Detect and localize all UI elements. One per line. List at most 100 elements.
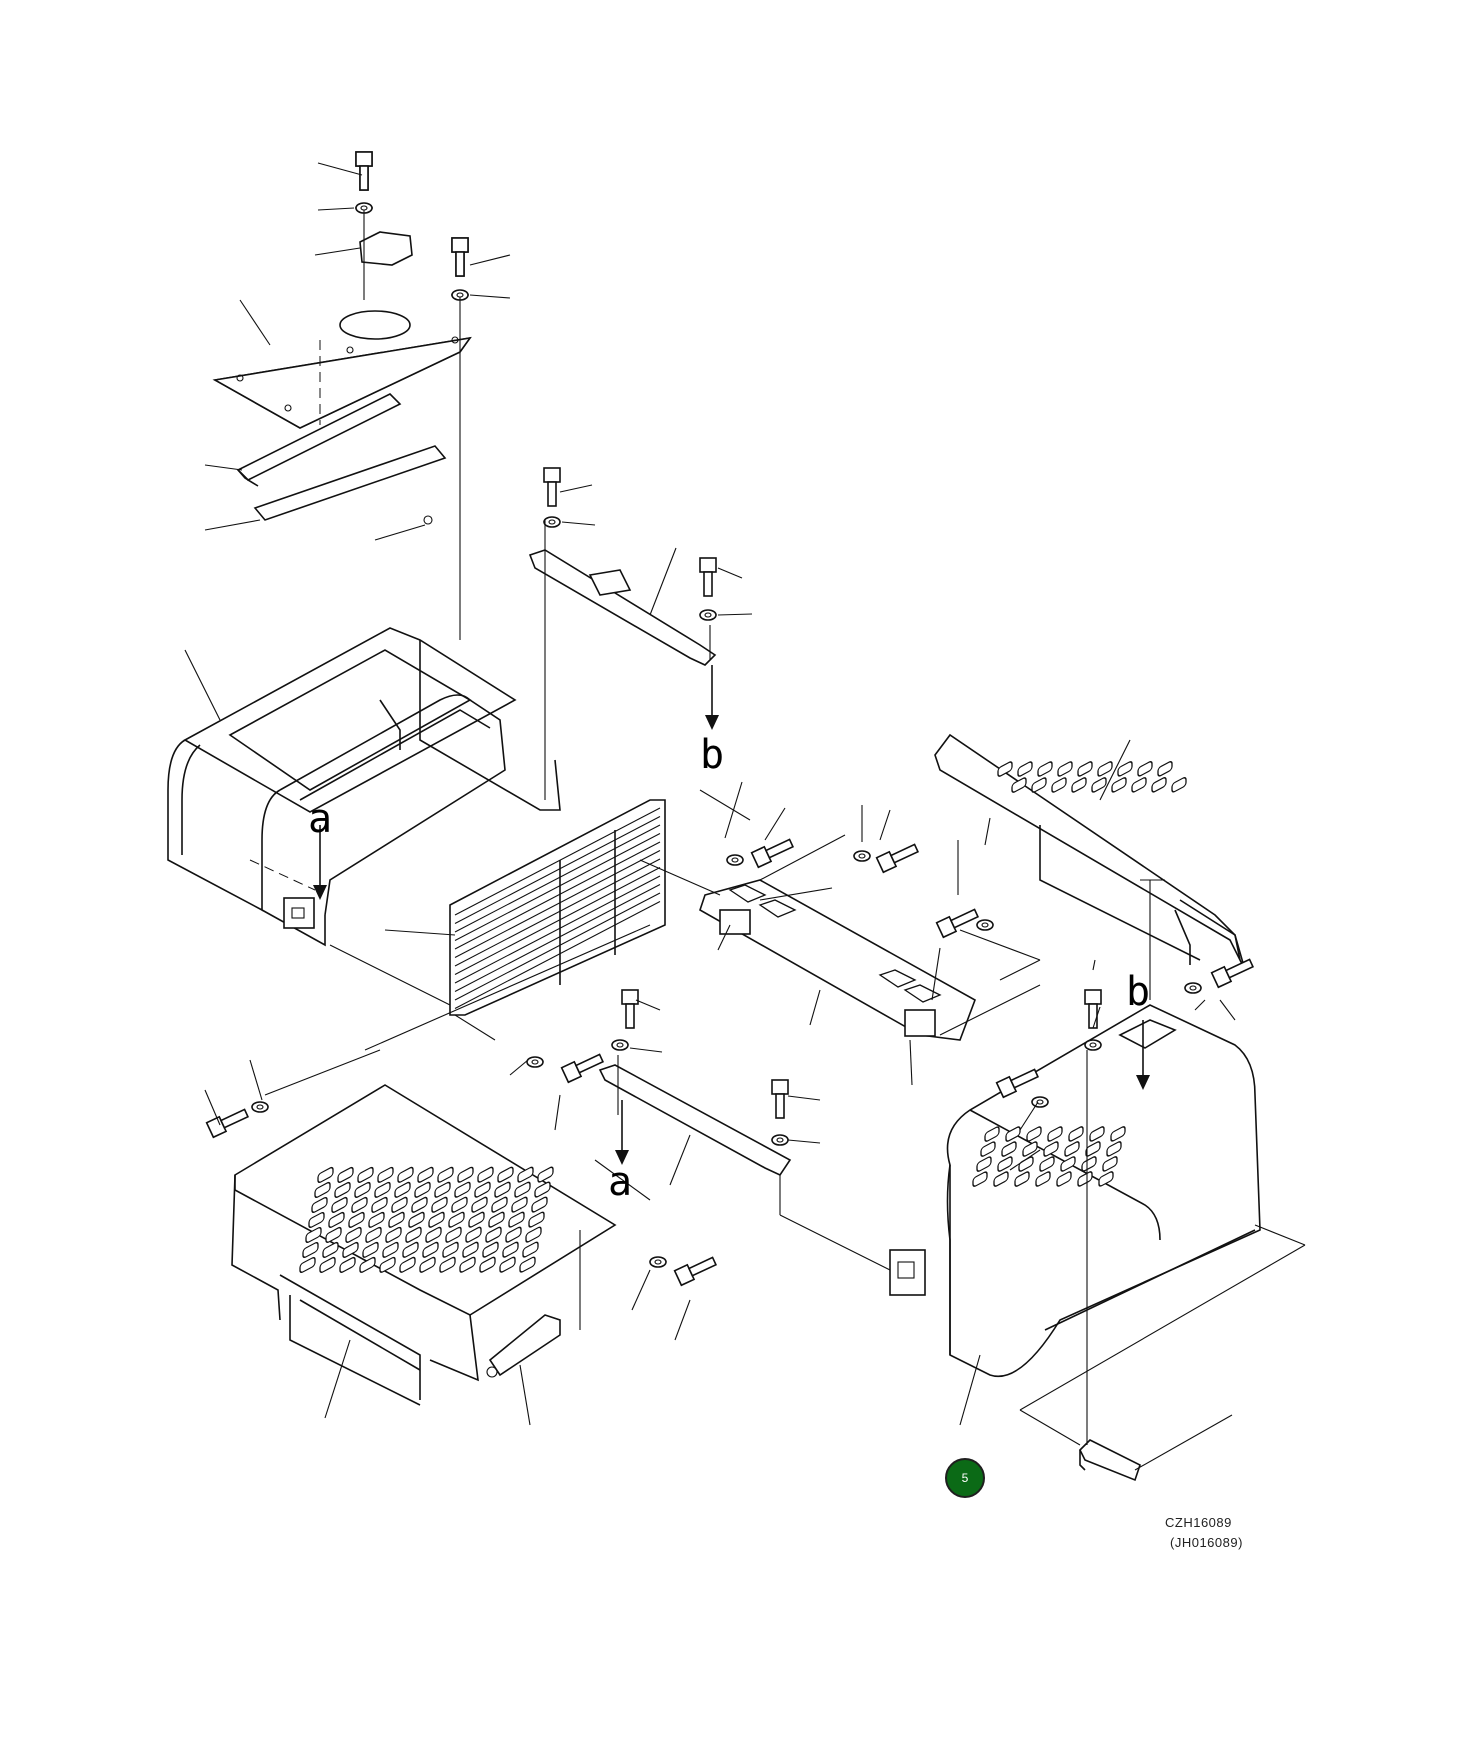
top-cover-plate <box>212 310 472 429</box>
hood-frame <box>167 627 561 947</box>
right-upper-cover <box>934 733 1246 971</box>
washer-hole <box>1036 1099 1044 1105</box>
vent-hole <box>379 1256 396 1273</box>
vent-hole <box>1085 1141 1101 1157</box>
vent-hole <box>394 1181 411 1198</box>
vent-hole <box>488 1211 505 1228</box>
vent-hole <box>371 1196 388 1213</box>
bolt-shank <box>949 908 980 929</box>
washer-hole <box>548 519 556 525</box>
view-letter-a-left: a <box>308 796 332 842</box>
vent-hole <box>351 1196 368 1213</box>
bolt-shank <box>219 1108 250 1129</box>
vent-hole <box>1047 1126 1063 1142</box>
vent-hole <box>1081 1156 1097 1172</box>
grille-slat <box>454 850 661 958</box>
vent-hole <box>531 1196 548 1213</box>
vent-hole <box>457 1166 474 1183</box>
vent-hole <box>1071 777 1087 793</box>
leader-line <box>509 1059 529 1076</box>
small-bracket <box>1079 1439 1141 1482</box>
vent-hole <box>976 1156 992 1172</box>
vent-hole <box>1077 761 1093 777</box>
vent-hole <box>322 1241 339 1258</box>
washer <box>1084 1039 1102 1051</box>
vent-hole <box>1151 777 1167 793</box>
bolt-shank <box>687 1256 718 1277</box>
vent-hole <box>522 1241 539 1258</box>
callout-marker[interactable]: 5 <box>945 1458 985 1498</box>
vent-hole <box>317 1166 334 1183</box>
vent-hole <box>1097 761 1113 777</box>
leader-line <box>959 1354 981 1426</box>
leader-line <box>1219 999 1236 1021</box>
leader-line <box>314 247 361 256</box>
washer <box>649 1256 667 1268</box>
vent-hole <box>499 1256 516 1273</box>
vent-hole <box>1102 1156 1118 1172</box>
vent-hole <box>425 1226 442 1243</box>
bolt-shank <box>455 251 465 277</box>
leader-line <box>1099 739 1131 801</box>
vent-hole <box>422 1241 439 1258</box>
leader-line <box>717 613 753 616</box>
washer <box>771 1134 789 1146</box>
vent-hole <box>342 1241 359 1258</box>
vent-hole <box>334 1181 351 1198</box>
grille-slat <box>454 884 661 992</box>
vent-hole <box>439 1256 456 1273</box>
vent-hole <box>1031 777 1047 793</box>
leader-line <box>631 1269 651 1311</box>
vent-hole <box>1001 1141 1017 1157</box>
leader-line <box>317 207 355 211</box>
vent-hole <box>517 1166 534 1183</box>
vent-hole <box>319 1256 336 1273</box>
vent-hole <box>1157 761 1173 777</box>
view-letter-a-center: a <box>608 1159 632 1205</box>
leader-line <box>1092 1006 1101 1029</box>
vent-hole <box>1171 777 1187 793</box>
left-bottom-cover <box>231 1084 617 1406</box>
drawing-code: CZH16089 <box>1165 1515 1232 1530</box>
bolt <box>699 557 717 573</box>
bolt-shank <box>775 1093 785 1119</box>
vent-hole <box>511 1196 528 1213</box>
washer <box>699 609 717 621</box>
vent-hole <box>399 1256 416 1273</box>
vent-hole <box>434 1181 451 1198</box>
vent-hole <box>374 1181 391 1198</box>
bolt-shank <box>547 481 557 507</box>
leader-line <box>1194 999 1206 1011</box>
vent-hole <box>471 1196 488 1213</box>
vent-hole <box>1056 1171 1072 1187</box>
vent-hole <box>1011 777 1027 793</box>
vent-hole <box>325 1226 342 1243</box>
vent-hole <box>980 1141 996 1157</box>
vent-hole <box>993 1171 1009 1187</box>
vent-hole <box>348 1211 365 1228</box>
vent-hole <box>385 1226 402 1243</box>
vent-hole <box>454 1181 471 1198</box>
top-stay-bar <box>528 549 717 666</box>
seal-strips <box>236 393 447 525</box>
bolt-shank <box>703 571 713 597</box>
washer <box>543 516 561 528</box>
grille-slat <box>454 824 661 933</box>
vent-hole <box>365 1226 382 1243</box>
washer <box>1031 1096 1049 1108</box>
vent-hole <box>1051 777 1067 793</box>
leader-line <box>324 1339 351 1419</box>
vent-hole <box>305 1226 322 1244</box>
vent-hole <box>502 1241 519 1258</box>
vent-hole <box>1039 1156 1055 1172</box>
washer <box>853 850 871 862</box>
leader-line <box>724 781 743 839</box>
vent-hole <box>462 1241 479 1258</box>
bolt-shank <box>359 165 369 191</box>
bolt-shank <box>1088 1003 1098 1029</box>
drawing-code-alt: (JH016089) <box>1170 1535 1243 1550</box>
vent-hole <box>1089 1126 1105 1142</box>
right-bottom-cover <box>889 1004 1261 1377</box>
vent-hole <box>328 1211 345 1228</box>
